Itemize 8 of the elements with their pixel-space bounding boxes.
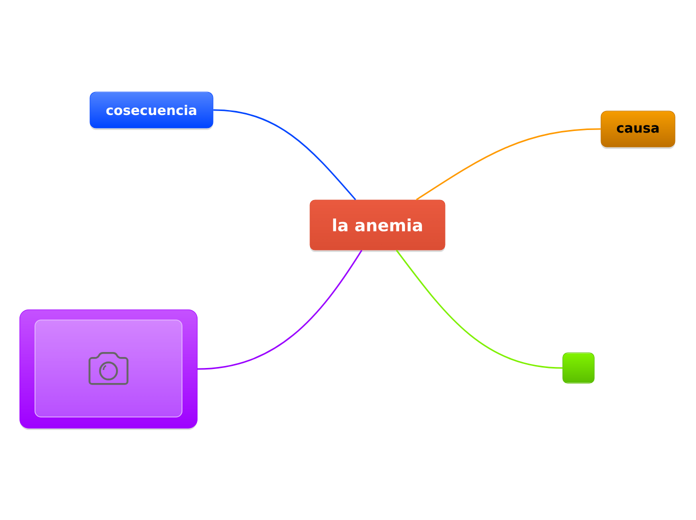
branch-line	[396, 250, 563, 369]
subtopic-box: cosecuencia	[90, 92, 214, 130]
branch-line	[416, 128, 601, 200]
branch-line	[197, 250, 362, 370]
central-topic-box: la anemia	[310, 200, 446, 252]
branch-line	[213, 109, 356, 200]
subtopic-box	[562, 352, 595, 384]
subtopic-box: causa	[600, 110, 676, 149]
